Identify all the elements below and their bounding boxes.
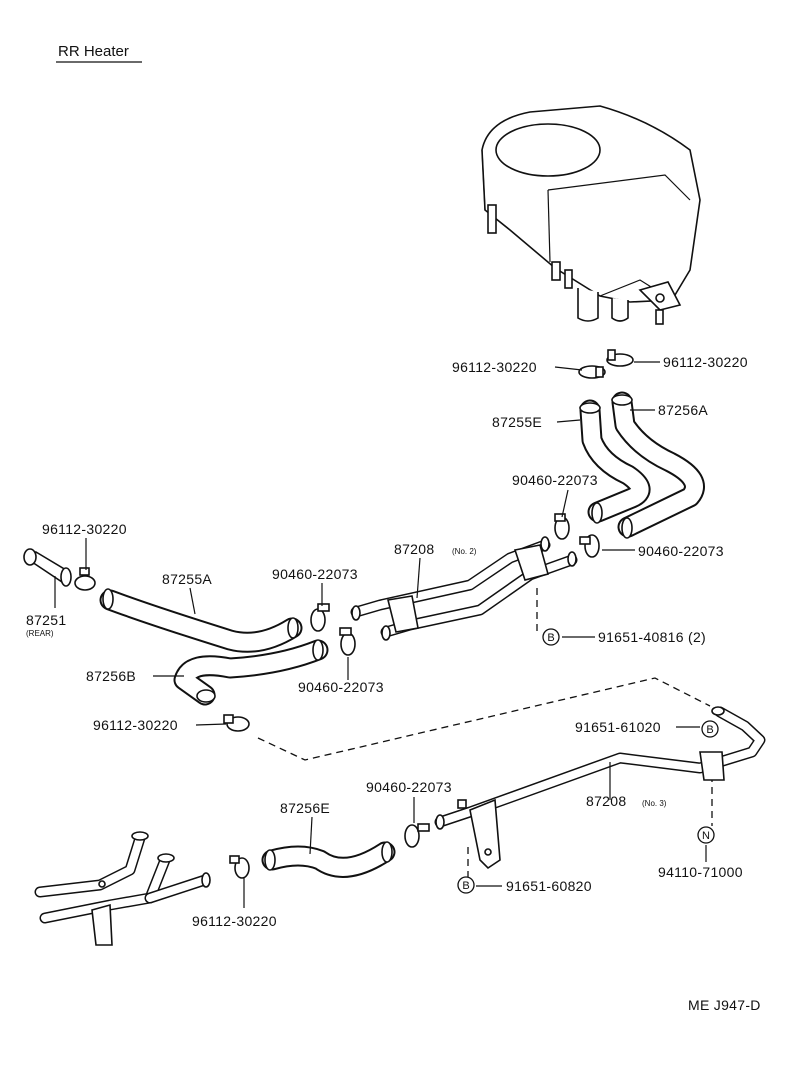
clamp-96112-mid (223, 714, 250, 732)
diagram-title: RR Heater (58, 43, 129, 60)
label-90460-low: 90460-22073 (298, 679, 384, 695)
clamp-90460-bottom (404, 823, 430, 848)
engine-pipes (34, 831, 211, 946)
label-90460-mid: 90460-22073 (272, 566, 358, 582)
pipe-87208-no3 (434, 706, 766, 870)
marker-b-upper: B (542, 628, 560, 646)
leader-lines (54, 361, 707, 908)
label-87255A: 87255A (162, 571, 212, 587)
label-90460-right: 90460-22073 (638, 543, 724, 559)
label-87251-sub: (REAR) (26, 629, 54, 638)
clamp-96112-left (74, 567, 96, 591)
label-96112-left: 96112-30220 (42, 521, 127, 537)
label-91651-40816: 91651-40816 (2) (598, 629, 706, 645)
marker-b-bottom: B (457, 876, 475, 894)
clamp-heater-right (606, 349, 634, 367)
label-96112-top-right: 96112-30220 (663, 354, 748, 370)
label-91651-61020: 91651-61020 (575, 719, 661, 735)
svg-text:B: B (462, 880, 469, 892)
marker-b-right: B (701, 720, 719, 738)
label-87208-no3-sub: (No. 3) (642, 799, 667, 808)
svg-text:B: B (706, 724, 713, 736)
hose-87256B (173, 639, 329, 706)
label-96112-bottom: 96112-30220 (192, 913, 277, 929)
label-87208-no2-sub: (No. 2) (452, 547, 477, 556)
hose-87256A (611, 391, 705, 539)
svg-text:B: B (547, 632, 554, 644)
clamp-heater-left (578, 365, 606, 379)
label-87256A: 87256A (658, 402, 708, 418)
hose-87255A (99, 588, 303, 653)
label-94110: 94110-71000 (658, 864, 743, 880)
label-87256B: 87256B (86, 668, 136, 684)
connector-87251 (23, 548, 72, 587)
hose-87255E (579, 399, 651, 524)
label-87256E: 87256E (280, 800, 330, 816)
clamp-90460-right (579, 534, 600, 558)
hose-87256E (261, 841, 396, 878)
svg-text:N: N (702, 830, 710, 842)
label-87255E: 87255E (492, 414, 542, 430)
pipe-87208-no2 (350, 536, 578, 641)
clamp-96112-bottom (229, 855, 250, 879)
clamp-90460-upper (554, 513, 570, 540)
label-87208-no3: 87208 (586, 793, 626, 809)
label-90460-bottom: 90460-22073 (366, 779, 452, 795)
label-87208-no2: 87208 (394, 541, 434, 557)
drawing-code: ME J947-D (688, 997, 761, 1013)
dashed-leader-main (257, 677, 711, 761)
label-87251: 87251 (26, 612, 66, 628)
clamp-90460-low (339, 627, 356, 656)
label-90460-upper: 90460-22073 (512, 472, 598, 488)
label-91651-60820: 91651-60820 (506, 878, 592, 894)
marker-n: N (697, 826, 715, 844)
clamp-90460-mid (310, 603, 330, 632)
label-96112-top-left: 96112-30220 (452, 359, 537, 375)
heater-unit (481, 105, 701, 325)
label-96112-mid: 96112-30220 (93, 717, 178, 733)
